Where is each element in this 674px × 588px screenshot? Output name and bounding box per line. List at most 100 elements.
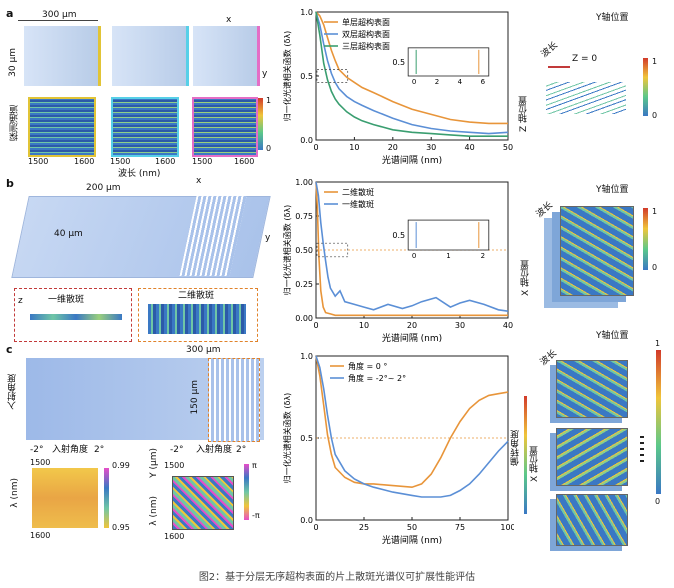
right-b-colorbar	[643, 208, 648, 270]
chart-1-ytick-1: 0.25	[295, 280, 313, 289]
chart-1-ytick-3: 0.75	[295, 212, 313, 221]
right-b-x-position: X 轴位置	[521, 260, 531, 297]
chart-2-ytick-1: 0.5	[300, 434, 313, 443]
chart-0-xtick-3: 30	[426, 143, 436, 152]
chart-1-series-0-line	[315, 181, 508, 317]
chart-0-series-1-line	[315, 11, 509, 135]
right-b-cbar-max: 1	[652, 207, 658, 216]
panel-c-lambda2-label: λ (nm)	[149, 496, 159, 526]
panel-a-width-label: 300 μm	[42, 10, 77, 20]
panel-c-grating	[208, 358, 260, 442]
panel-a-axis-x: x	[226, 15, 232, 25]
chart-1-xlabel: 光谱间隔 (nm)	[382, 332, 442, 344]
chart-0-inset-xtick-0: 0	[412, 78, 416, 86]
right-a-z-zero: Z = 0	[572, 54, 598, 64]
panel-c-incident-angle-side: 入射角度	[8, 374, 18, 410]
chart-1-inset-ylabel: 0.5	[392, 231, 405, 240]
right-c-cube-2	[556, 428, 628, 486]
chart-1-series-1-line	[315, 181, 509, 312]
chart-2-xtick-0: 0	[313, 523, 318, 532]
chart-1-legend-label-1: 一维散斑	[342, 199, 374, 209]
chart-2-xtick-3: 75	[455, 523, 465, 532]
chart-0-inset-xtick-1: 2	[435, 78, 439, 86]
chart-2-xtick-4: 100	[500, 523, 514, 532]
panel-b-axis-x: x	[196, 176, 202, 186]
right-a-cbar-min: 0	[652, 111, 658, 120]
chart-0-zoom-box	[316, 69, 349, 83]
panel-b-2d-speckle-label: 二维散斑	[178, 291, 215, 301]
panel-c-width-label: 300 μm	[186, 345, 221, 355]
panel-a-channel-label: 探测通道	[10, 105, 20, 141]
panel-c-colorbar	[104, 468, 109, 528]
right-c-colorbar	[656, 350, 661, 494]
panel-c-lambda2-tick-2: 1600	[164, 532, 185, 541]
panel-b-1d-speckle-label: 一维散斑	[48, 295, 85, 305]
panel-c-lambda-tick-2: 1600	[30, 531, 51, 540]
chart-0-xtick-1: 10	[349, 143, 359, 152]
chart-0-inset-frame	[407, 47, 490, 77]
chart-0-ytick-0: 0.0	[300, 136, 313, 145]
panel-c-label: c	[6, 343, 13, 356]
panel-a-metasurface-3	[193, 26, 260, 86]
right-a-cbar-max: 1	[652, 57, 658, 66]
chart-0-xtick-2: 20	[388, 143, 398, 152]
chart-1-inset-frame	[407, 219, 490, 251]
panel-c-incident-angle: 入射角度	[52, 445, 89, 455]
chart-0-series-2-line	[315, 11, 508, 137]
panel-a-height-label: 30 μm	[8, 48, 18, 77]
right-c-deflection: 偏转角度	[511, 430, 521, 466]
chart-0-legend-label-2: 三层超构表面	[342, 41, 390, 51]
panel-b-label: b	[6, 177, 14, 190]
panel-a-wl-tick-4: 1600	[155, 157, 176, 166]
chart-1-zoom-box	[316, 242, 349, 258]
panel-a-channel-map-3	[192, 97, 258, 157]
panel-c-angle-map	[32, 468, 98, 528]
chart-0-xtick-4: 40	[465, 143, 475, 152]
panel-b-width-label: 200 μm	[86, 183, 121, 193]
right-c-cube-1	[556, 360, 628, 418]
panel-c-cbar-min: 0.95	[112, 523, 130, 532]
panel-a-axis-y: y	[262, 69, 268, 79]
panel-a-channel-map-1	[28, 97, 96, 157]
right-b-y-position: Y轴位置	[596, 185, 629, 195]
chart-2-xtick-2: 50	[407, 523, 417, 532]
right-b-cbar-min: 0	[652, 263, 658, 272]
chart-2-series-0-line	[315, 355, 509, 489]
panel-c-y-label: Y (μm)	[149, 448, 159, 478]
chart-1-inset-xtick-0: 0	[412, 252, 416, 260]
right-c-ellipsis	[640, 436, 644, 466]
chart-2-ytick-2: 1.0	[300, 352, 313, 361]
chart-0-legend-label-1: 双层超构表面	[342, 29, 390, 39]
chart-2-xlabel: 光谱间隔 (nm)	[382, 534, 442, 546]
panel-b-2d-speckle-map	[148, 304, 246, 334]
panel-a-cbar-min: 0	[266, 144, 272, 153]
chart-0-series-0-line	[315, 11, 508, 125]
chart-0-inset-xtick-3: 6	[481, 78, 486, 86]
chart-1-xtick-2: 20	[407, 321, 417, 330]
panel-a-metasurface-2	[112, 26, 189, 86]
panel-c-lambda2-tick-1: 1500	[164, 461, 185, 470]
panel-a-colorbar	[258, 98, 263, 150]
chart-1-legend-label-0: 二维散斑	[342, 187, 374, 197]
chart-2-legend-label-1: 角度 = -2°~ 2°	[348, 373, 406, 383]
panel-a-cbar-max: 1	[266, 96, 272, 105]
right-a-arrow	[548, 66, 570, 68]
right-c-cube-3	[556, 494, 628, 546]
panel-b-2d-speckle-box	[138, 288, 258, 342]
chart-0-ytick-2: 1.0	[300, 8, 313, 17]
panel-c-height-label: 150 μm	[190, 380, 200, 415]
panel-c-phase-cube	[172, 476, 234, 530]
chart-1-ylabel: 归一化光谱相关函数 (δλ)	[282, 205, 292, 295]
right-b-speckle-cube	[560, 206, 634, 296]
panel-b-1d-speckle-strip	[30, 314, 122, 320]
panel-c-incident-angle-2: 入射角度	[196, 445, 233, 455]
panel-c-angle-min-2: -2°	[170, 445, 184, 455]
chart-1-xtick-4: 40	[503, 321, 513, 330]
chart-1-xtick-3: 30	[455, 321, 465, 330]
right-c-x-position: X 轴位置	[530, 446, 540, 483]
panel-a-wl-tick-1: 1500	[28, 157, 49, 166]
panel-b-axis-y: y	[265, 233, 271, 243]
right-b-wavelength: 波长	[534, 200, 555, 220]
chart-0-xtick-0: 0	[313, 143, 318, 152]
